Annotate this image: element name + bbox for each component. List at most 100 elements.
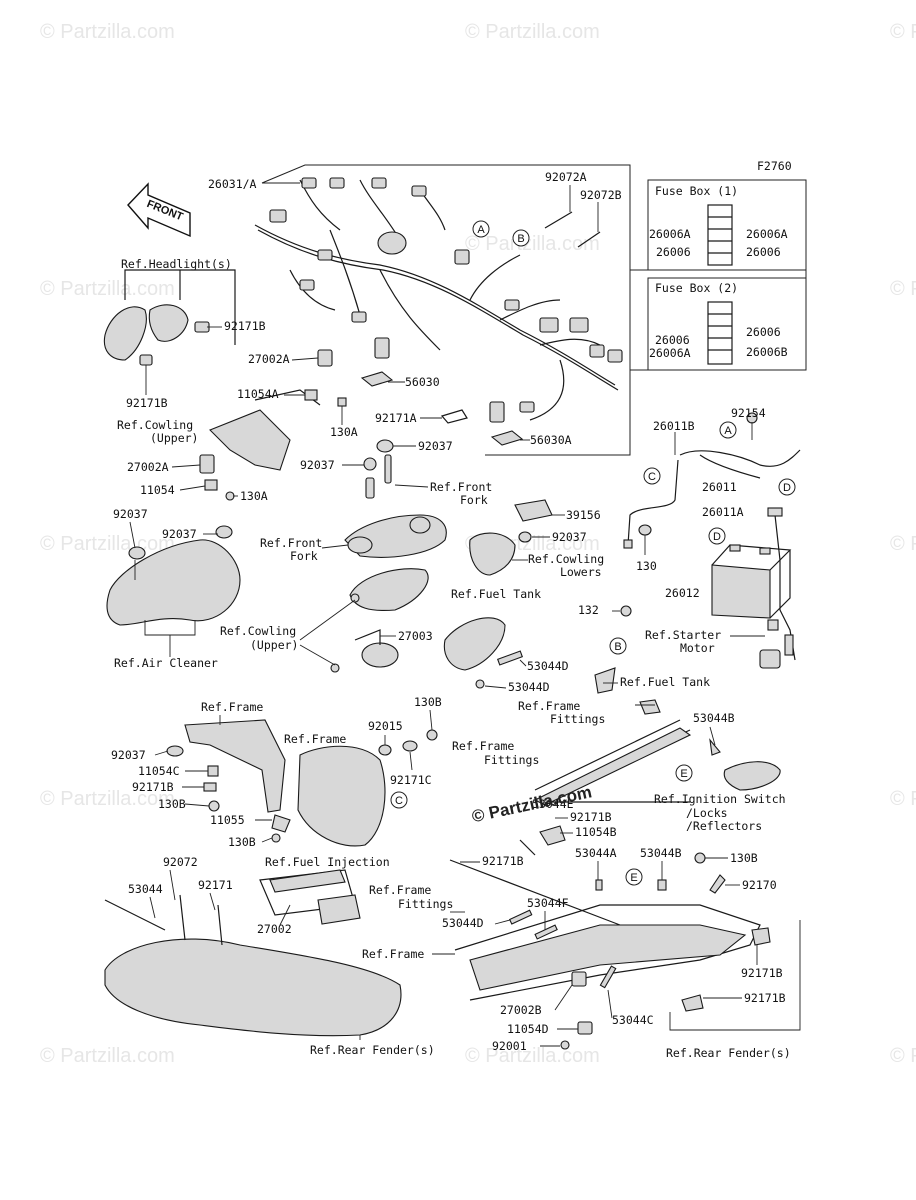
fuse-label: 26006 xyxy=(656,245,691,259)
part-label: Ref.Frame xyxy=(201,700,263,714)
part-label: 56030A xyxy=(530,433,572,447)
fuse-label: 26006 xyxy=(746,325,781,339)
watermark: © Partzilla.com xyxy=(890,788,916,810)
part-label: 92154 xyxy=(731,406,766,420)
rear-frame-right-illustration xyxy=(449,825,801,1050)
part-label: 53044E xyxy=(532,797,574,811)
part-label: 130A xyxy=(240,489,268,503)
fuse-box-1: Fuse Box (1) 26006A 26006 26006A 26006 xyxy=(647,179,807,271)
callout-a: A xyxy=(472,220,490,238)
harness-group-frame xyxy=(261,164,631,456)
part-label: 53044A xyxy=(575,846,617,860)
part-label: 27002 xyxy=(257,922,292,936)
part-label: 27003 xyxy=(398,629,433,643)
small-hardware-group xyxy=(363,409,468,499)
rear-fender-left-illustration xyxy=(104,869,402,1037)
part-label: 53044C xyxy=(612,1013,654,1027)
svg-text:A: A xyxy=(477,224,485,236)
part-label: 11054D xyxy=(507,1022,549,1036)
leader-lines xyxy=(129,326,758,1047)
part-label: 39156 xyxy=(566,508,601,522)
part-label: /Reflectors xyxy=(686,819,762,833)
part-label: /Locks xyxy=(686,806,728,820)
part-label: 92171B xyxy=(126,396,168,410)
cowling-bracket-illustration xyxy=(199,349,347,501)
part-label: (Upper) xyxy=(250,638,298,652)
frame-bracket-center xyxy=(297,729,438,847)
svg-text:C: C xyxy=(395,795,403,807)
part-label: Ref.Frame xyxy=(452,739,514,753)
part-label: 92171 xyxy=(198,878,233,892)
starter-relay-illustration xyxy=(730,619,794,669)
part-label: Ref.Frame xyxy=(362,947,424,961)
part-label: 92171A xyxy=(375,411,417,425)
callout-b: B xyxy=(512,229,530,247)
part-label: Fittings xyxy=(484,753,539,767)
part-label: 11054A xyxy=(237,387,279,401)
part-label: 92171B xyxy=(741,966,783,980)
watermark: © Partzilla.com xyxy=(40,533,175,555)
svg-text:B: B xyxy=(517,233,524,245)
callout-e: E xyxy=(625,868,643,886)
part-label: Ref.Air Cleaner xyxy=(114,656,218,670)
watermark: © Partzilla.com xyxy=(890,278,916,300)
part-label: Fork xyxy=(290,549,318,563)
front-arrow-icon: FRONT xyxy=(127,182,191,238)
part-label: 130A xyxy=(330,425,358,439)
part-label: 53044 xyxy=(128,882,163,896)
air-cleaner-illustration xyxy=(106,525,241,657)
part-label: Fittings xyxy=(550,712,605,726)
part-label: 26031/A xyxy=(208,177,257,191)
part-39156 xyxy=(514,499,553,522)
part-label: 92015 xyxy=(368,719,403,733)
part-label: 130B xyxy=(158,797,186,811)
part-label: 130B xyxy=(730,851,758,865)
part-label: 92037 xyxy=(113,507,148,521)
watermark: © Partzilla.com xyxy=(890,21,916,43)
part-label: Ref.Cowling xyxy=(528,552,604,566)
part-label: Ref.Fuel Tank xyxy=(451,587,541,601)
callout-c: C xyxy=(390,791,408,809)
part-label: 26011B xyxy=(653,419,695,433)
fuse-label: 26006A xyxy=(746,227,788,241)
part-label: 53044D xyxy=(508,680,550,694)
svg-text:E: E xyxy=(680,768,687,780)
callouts: A B A B C C D D E E xyxy=(390,220,796,886)
strap-92072A xyxy=(544,211,573,229)
watermark: © Partzilla.com xyxy=(40,1045,175,1067)
part-label: Ref.Headlight(s) xyxy=(121,257,232,271)
part-label: 92001 xyxy=(492,1039,527,1053)
part-label: 53044B xyxy=(693,711,735,725)
watermark: © Partzilla.com xyxy=(40,278,175,300)
part-label: 27002A xyxy=(127,460,169,474)
callout-d: D xyxy=(708,527,726,545)
fuse-box-2-title: Fuse Box (2) xyxy=(655,281,738,295)
fuse-box-2: Fuse Box (2) 26006 26006A 26006 26006B xyxy=(647,277,807,371)
frame-bracket-left xyxy=(166,719,291,843)
battery-illustration xyxy=(711,544,792,619)
strap-92072B xyxy=(577,231,601,248)
part-label: Ref.Cowling xyxy=(117,418,193,432)
part-label: 92171B xyxy=(224,319,266,333)
part-label: Fork xyxy=(460,493,488,507)
part-label: 92037 xyxy=(162,527,197,541)
main-harness-illustration xyxy=(254,177,623,446)
tag-56030A xyxy=(490,430,524,446)
watermark: © Partzilla.com xyxy=(890,533,916,555)
part-label: 130 xyxy=(636,559,657,573)
callout-a: A xyxy=(719,421,737,439)
part-label: 53044D xyxy=(527,659,569,673)
part-label: 92072B xyxy=(580,188,622,202)
part-label: Ref.Cowling xyxy=(220,624,296,638)
headlight-illustration xyxy=(103,269,236,366)
fuse-label: 26006 xyxy=(655,333,690,347)
svg-text:A: A xyxy=(724,425,732,437)
part-label: 132 xyxy=(578,603,599,617)
part-label: 53044F xyxy=(527,896,569,910)
watermark: © Partzilla.com xyxy=(465,233,600,255)
part-label: 11055 xyxy=(210,813,245,827)
part-label: 92171B xyxy=(482,854,524,868)
part-label: Ref.Frame xyxy=(369,883,431,897)
svg-text:B: B xyxy=(614,641,621,653)
part-label: Ref.Frame xyxy=(284,732,346,746)
